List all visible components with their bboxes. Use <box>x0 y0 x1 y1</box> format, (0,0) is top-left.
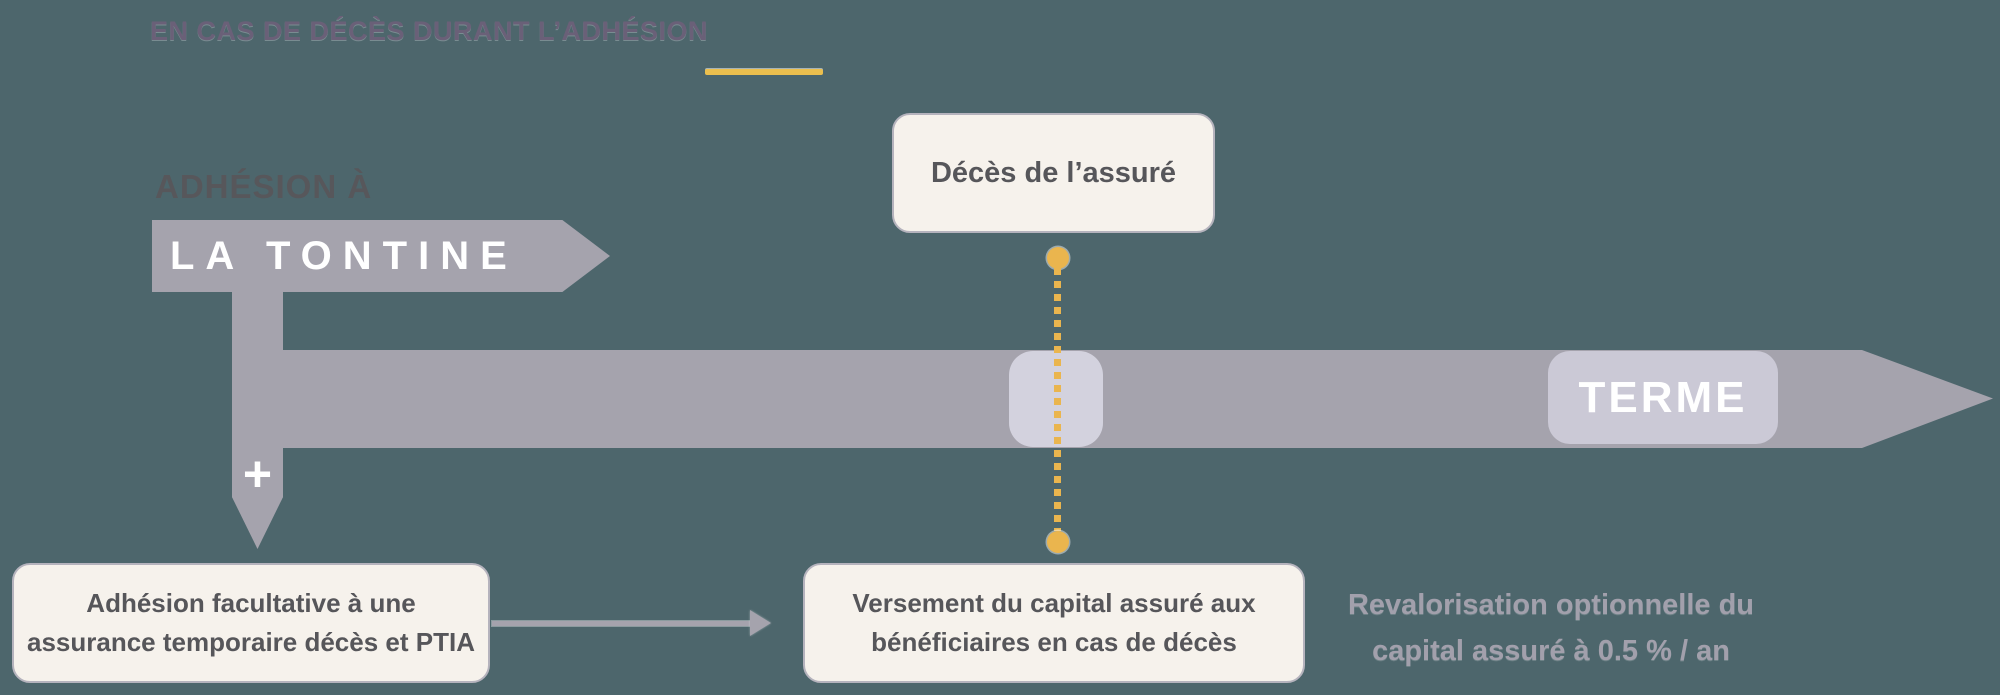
adhesion-label: ADHÉSION À <box>155 168 373 205</box>
plus-icon: + <box>242 446 273 502</box>
page-title: EN CAS DE DÉCÈS DURANT L’ADHÉSION <box>150 16 709 46</box>
revalorisation-note: Revalorisation optionnelle du capital as… <box>1346 582 1756 675</box>
versement-line1: Versement du capital assuré aux <box>852 588 1256 618</box>
versement-line2: bénéficiaires en cas de décès <box>871 627 1237 657</box>
revalorisation-line2: capital assuré à 0.5 % / an <box>1372 635 1730 668</box>
adhesion-facultative-line1: Adhésion facultative à une <box>86 588 416 618</box>
terme-chip: TERME <box>1548 351 1778 444</box>
revalorisation-line1: Revalorisation optionnelle du <box>1347 589 1755 621</box>
adhesion-facultative-card: Adhésion facultative à une assurance tem… <box>12 563 490 683</box>
deces-card: Décès de l’assuré <box>892 113 1215 233</box>
tontine-banner-label: LA TONTINE <box>170 233 518 278</box>
title-underline <box>705 69 823 75</box>
event-dot-bottom <box>1047 531 1069 553</box>
connector-arrow-line <box>492 621 754 626</box>
terme-label: TERME <box>1578 372 1748 422</box>
deces-card-label: Décès de l’assuré <box>930 156 1177 189</box>
event-dotted-line <box>1054 268 1061 531</box>
versement-card: Versement du capital assuré aux bénéfici… <box>803 563 1305 683</box>
event-dot-top <box>1047 247 1069 269</box>
tontine-banner-arrow: LA TONTINE <box>152 220 610 292</box>
connector-arrow-head <box>750 610 771 636</box>
down-arrow <box>232 292 283 549</box>
adhesion-facultative-line2: assurance temporaire décès et PTIA <box>27 627 475 657</box>
